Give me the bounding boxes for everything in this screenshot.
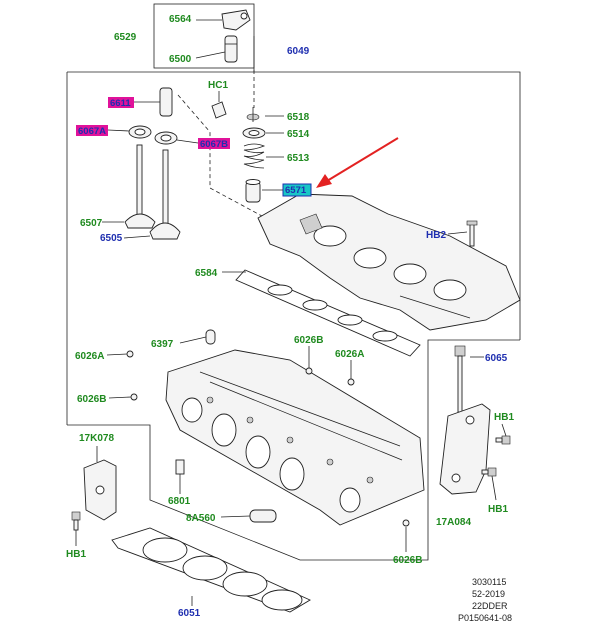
- highlight-label-6067A: 6067A: [78, 126, 106, 137]
- footer-line-3: 22DDER: [472, 601, 508, 611]
- exhaust-valve-part: [124, 144, 156, 229]
- label-6505: 6505: [100, 233, 123, 244]
- highlight-label-6067B: 6067B: [200, 139, 228, 150]
- label-6584: 6584: [195, 268, 218, 279]
- red-callout-arrow: [316, 137, 399, 188]
- label-6518: 6518: [287, 112, 310, 123]
- label-17K078: 17K078: [79, 433, 114, 444]
- bracket-17K078-part: [83, 459, 117, 521]
- label-6513: 6513: [287, 153, 310, 164]
- label-HC1: HC1: [208, 80, 228, 91]
- highlight-6067B: 6067B: [198, 138, 230, 150]
- spring-retainer-part: [242, 127, 266, 139]
- label-6026A-left: 6026A: [75, 351, 104, 362]
- label-6514: 6514: [287, 129, 310, 140]
- highlight-6571: 6571: [282, 183, 312, 197]
- valve-cap-part: [246, 107, 260, 122]
- plug-6026B-top-part: [305, 367, 313, 375]
- highlight-6611: 6611: [108, 97, 134, 109]
- plug-8A560-part: [249, 509, 277, 523]
- highlight-6067A: 6067A: [76, 125, 108, 137]
- label-6049: 6049: [287, 46, 310, 57]
- cylinder-head-part: [165, 349, 425, 526]
- label-6026A-right: 6026A: [335, 349, 364, 360]
- label-6065: 6065: [485, 353, 508, 364]
- hb2-bolt-part: [466, 220, 478, 247]
- sensor-6801-part: [175, 459, 185, 475]
- valve-guide-part: [159, 87, 173, 117]
- label-HB1-right-top: HB1: [494, 412, 514, 423]
- intake-gasket-part: [235, 269, 421, 357]
- valve-seal-right-part: [154, 131, 178, 145]
- footer-line-1: 3030115: [472, 577, 506, 587]
- label-17A084: 17A084: [436, 517, 471, 528]
- highlight-label-6571: 6571: [285, 185, 307, 196]
- footer-line-2: 52-2019: [472, 589, 505, 599]
- label-6026B-bottom: 6026B: [393, 555, 422, 566]
- label-6564: 6564: [169, 14, 192, 25]
- footer-line-4: P0150641-08: [458, 613, 512, 623]
- label-6051: 6051: [178, 608, 201, 619]
- label-6529: 6529: [114, 32, 137, 43]
- plug-6026A-right-part: [347, 378, 355, 386]
- cam-carrier-part: [257, 193, 521, 331]
- label-6026B-left: 6026B: [77, 394, 106, 405]
- hb1-bolt-right-top-part: [495, 435, 511, 445]
- dowel-6397-part: [205, 329, 216, 345]
- label-6397: 6397: [151, 339, 174, 350]
- label-6801: 6801: [168, 496, 191, 507]
- head-gasket-part: [111, 527, 311, 613]
- plug-6026B-bottom-part: [402, 519, 410, 527]
- hc1-clip-part: [211, 101, 227, 119]
- spring-seat-part: [245, 179, 261, 203]
- hb1-bolt-left-part: [71, 511, 81, 531]
- head-bolt-6065-part: [454, 345, 466, 413]
- bracket-17A084-part: [439, 403, 491, 495]
- lash-adjuster-part: [224, 35, 238, 63]
- frame-lines: [66, 3, 521, 561]
- plug-6026B-left-part: [130, 393, 138, 401]
- valve-spring-part: [243, 143, 266, 169]
- intake-valve-part: [149, 149, 181, 240]
- highlight-label-6611: 6611: [110, 98, 131, 109]
- label-6026B-top: 6026B: [294, 335, 323, 346]
- label-6507: 6507: [80, 218, 103, 229]
- valve-seal-left-part: [128, 125, 152, 139]
- label-8A560: 8A560: [186, 513, 216, 524]
- label-HB1-left: HB1: [66, 549, 86, 560]
- plug-6026A-left-part: [126, 350, 134, 358]
- label-HB1-right-bot: HB1: [488, 504, 508, 515]
- label-HB2: HB2: [426, 230, 446, 241]
- label-6500: 6500: [169, 54, 192, 65]
- rocker-finger-part: [221, 9, 251, 31]
